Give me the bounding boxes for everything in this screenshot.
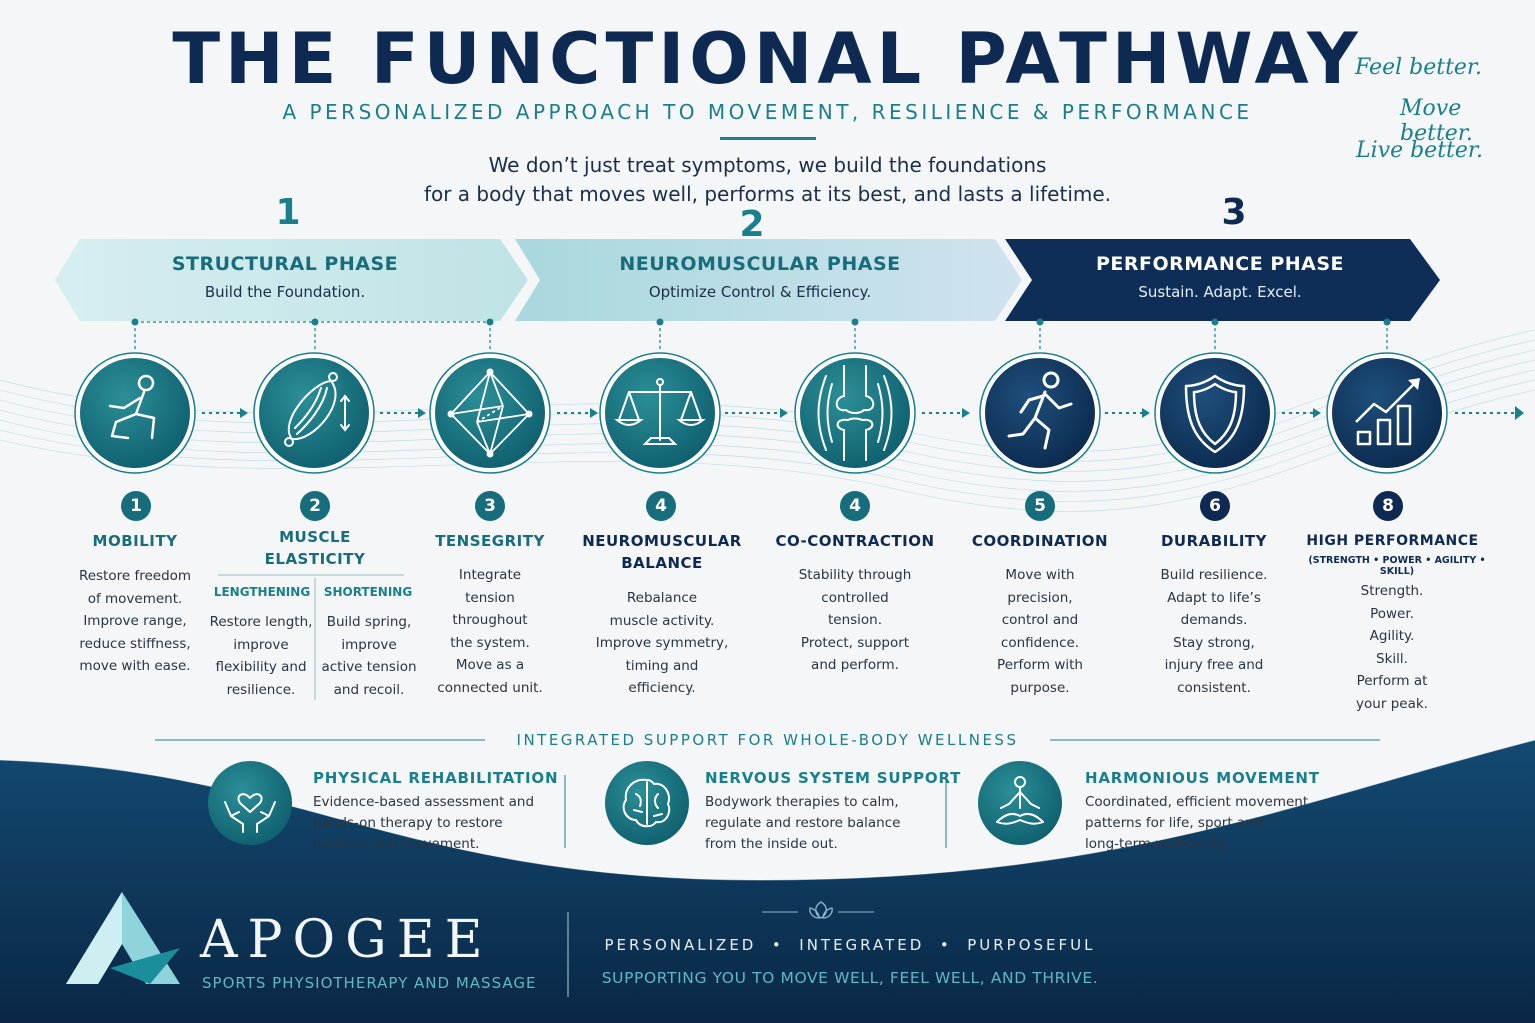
page-subtitle: A PERSONALIZED APPROACH TO MOVEMENT, RES…	[282, 100, 1253, 124]
support-item-rehab	[207, 760, 293, 850]
step-title-high-performance: HIGH PERFORMANCE	[1306, 533, 1479, 549]
step-title-tensegrity: TENSEGRITY	[435, 532, 545, 550]
support-title-harmonious: HARMONIOUS MOVEMENT	[1085, 769, 1320, 787]
performance-phase-title: PERFORMANCE PHASE	[1095, 253, 1345, 275]
mobility-icon-circle	[74, 352, 196, 478]
phase-number-1: 1	[275, 192, 301, 233]
lengthening-heading: LENGTHENING	[213, 585, 311, 599]
support-title-rehab: PHYSICAL REHABILITATION	[313, 769, 559, 787]
brand-values: PERSONALIZED • INTEGRATED • PURPOSEFUL	[604, 936, 1096, 954]
brand-name: APOGEE	[200, 910, 493, 970]
shield-icon	[1154, 352, 1276, 474]
title-divider	[720, 137, 816, 140]
step-title-mobility: MOBILITY	[92, 532, 178, 550]
leaf-ornament	[808, 900, 834, 924]
intro-line-1: We don’t just treat symptoms, we build t…	[488, 153, 1047, 177]
high-performance-icon-circle	[1326, 352, 1448, 478]
step-badge-tensegrity: 3	[475, 491, 505, 521]
performance-phase-banner	[1005, 239, 1440, 321]
structural-phase-title: STRUCTURAL PHASE	[171, 253, 399, 275]
brand-slogan: SUPPORTING YOU TO MOVE WELL, FEEL WELL, …	[601, 969, 1099, 987]
wave-lines	[0, 329, 1535, 512]
step-title-coordination: COORDINATION	[971, 532, 1109, 550]
support-item-nervous	[604, 760, 690, 850]
structural-phase-banner	[55, 239, 528, 321]
page-title: THE FUNCTIONAL PATHWAY	[172, 18, 1363, 100]
step-badge-co-contraction: 4	[840, 491, 870, 521]
durability-icon-circle	[1154, 352, 1276, 478]
tagline-feel: Feel better.	[1355, 55, 1483, 80]
step-badge-high-performance: 8	[1373, 491, 1403, 521]
neuromuscular-phase-title: NEUROMUSCULAR PHASE	[619, 253, 901, 275]
squat-figure-icon	[74, 352, 196, 474]
footer-wave	[0, 740, 1535, 1023]
balance-scale-icon	[599, 352, 721, 474]
apogee-logo	[62, 888, 182, 992]
connector-lines	[134, 321, 1388, 352]
brand-subtitle: SPORTS PHYSIOTHERAPY AND MASSAGE	[202, 974, 537, 992]
step-badge-neuromuscular-balance: 4	[646, 491, 676, 521]
step-badge-coordination: 5	[1025, 491, 1055, 521]
step-badge-durability: 6	[1200, 491, 1230, 521]
hands-heart-icon	[208, 761, 292, 845]
muscle-icon	[253, 352, 375, 474]
running-figure-icon	[979, 352, 1101, 474]
intro-line-2: for a body that moves well, performs at …	[423, 182, 1112, 206]
phase-number-2: 2	[739, 204, 765, 245]
tensegrity-icon-circle	[429, 352, 551, 478]
meditation-figure-icon	[978, 761, 1062, 845]
step-title-durability: DURABILITY	[1160, 532, 1268, 550]
co-contraction-icon-circle	[794, 352, 916, 478]
step-subtitle-high-performance: (STRENGTH • POWER • AGILITY • SKILL)	[1308, 555, 1486, 577]
structural-phase-subtitle: Build the Foundation.	[204, 283, 366, 301]
step-badge-mobility: 1	[121, 491, 151, 521]
neuromuscular-phase-subtitle: Optimize Control & Efficiency.	[648, 283, 872, 301]
support-heading: INTEGRATED SUPPORT FOR WHOLE-BODY WELLNE…	[516, 731, 1019, 749]
neuromuscular-balance-icon-circle	[599, 352, 721, 478]
support-title-nervous: NERVOUS SYSTEM SUPPORT	[705, 769, 962, 787]
muscle-elasticity-icon-circle	[253, 352, 375, 478]
coordination-icon-circle	[979, 352, 1101, 478]
tensegrity-icon	[429, 352, 551, 474]
growth-chart-icon	[1326, 352, 1448, 474]
support-desc-nervous: Bodywork therapies to calm,regulate and …	[705, 794, 901, 852]
apogee-logo-mark-icon	[66, 892, 180, 984]
neuromuscular-phase-banner	[515, 239, 1022, 321]
step-title-co-contraction: CO-CONTRACTION	[775, 532, 935, 550]
tagline-move: Move better.	[1400, 96, 1473, 146]
tagline-live: Live better.	[1356, 138, 1483, 163]
step-badge-muscle-elasticity: 2	[300, 491, 330, 521]
leaf-icon	[809, 901, 833, 919]
shortening-heading: SHORTENING	[323, 585, 413, 599]
brain-icon	[605, 761, 689, 845]
support-item-harmonious	[977, 760, 1063, 850]
phase-number-3: 3	[1221, 192, 1247, 233]
knee-joint-icon	[794, 352, 916, 474]
performance-phase-subtitle: Sustain. Adapt. Excel.	[1138, 283, 1302, 301]
